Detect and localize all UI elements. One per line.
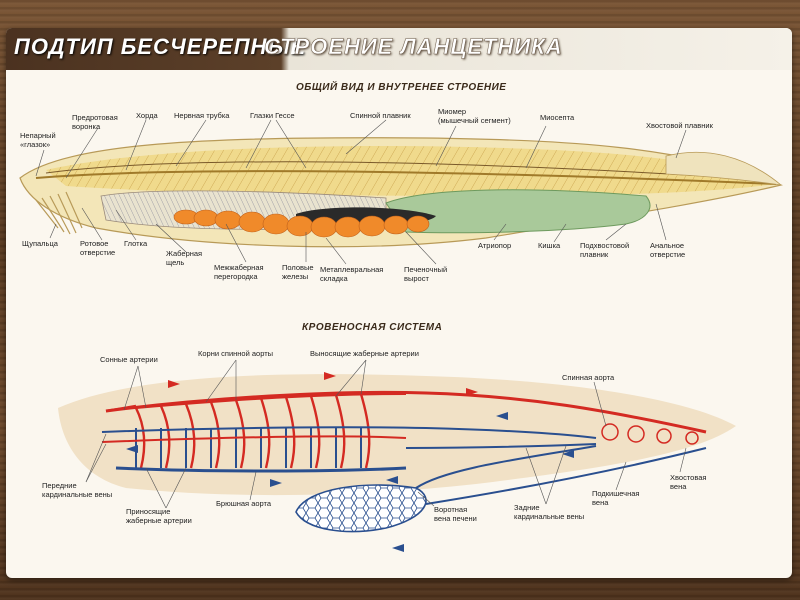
label-bryushnaya-aorta: Брюшная аорта: [216, 499, 272, 508]
label-horda: Хорда: [136, 111, 158, 120]
lancelet-body: [19, 137, 783, 248]
title-subtype: ПОДТИП БЕСЧЕРЕПНЫЕ: [14, 34, 307, 59]
leader-lines-top: [35, 119, 687, 265]
label-spinnaya-aorta: Спинная аорта: [562, 373, 615, 382]
label-sonnye-arterii: Сонные артерии: [100, 355, 158, 364]
label-spinnoy-plavnik: Спинной плавник: [350, 111, 411, 120]
lancelet-artwork: [19, 119, 783, 552]
label-vynosyashchie-arterii: Выносящие жаберные артерии: [310, 349, 419, 358]
section1-heading: ОБЩИЙ ВИД И ВНУТРЕНЕЕ СТРОЕНИЕ: [296, 82, 507, 93]
circulatory-diagram: [58, 359, 736, 552]
poster: ПОДТИП БЕСЧЕРЕПНЫЕ СТРОЕНИЕ ЛАНЦЕТНИКА О…: [6, 28, 792, 578]
label-neparny-glazok: Непарный«глазок»: [20, 131, 56, 149]
label-glotka: Глотка: [124, 239, 148, 248]
label-hvostovoy-plavnik: Хвостовой плавник: [646, 121, 713, 130]
label-shchupaltsa: Щупальца: [22, 239, 58, 248]
label-miomer: Миомер(мышечный сегмент): [438, 107, 511, 125]
title-structure: СТРОЕНИЕ ЛАНЦЕТНИКА: [264, 34, 563, 60]
label-kishka: Кишка: [538, 241, 561, 250]
label-glazki-gesse: Глазки Гессе: [250, 111, 295, 120]
section2-heading: КРОВЕНОСНАЯ СИСТЕМА: [302, 322, 443, 333]
label-atriopor: Атриопор: [478, 241, 512, 250]
label-miosepta: Миосепта: [540, 113, 575, 122]
label-nervnaya-trubka: Нервная трубка: [174, 111, 230, 120]
title-bar: [6, 28, 792, 70]
label-korni-spinnoy-aorty: Корни спинной аорты: [198, 349, 274, 358]
